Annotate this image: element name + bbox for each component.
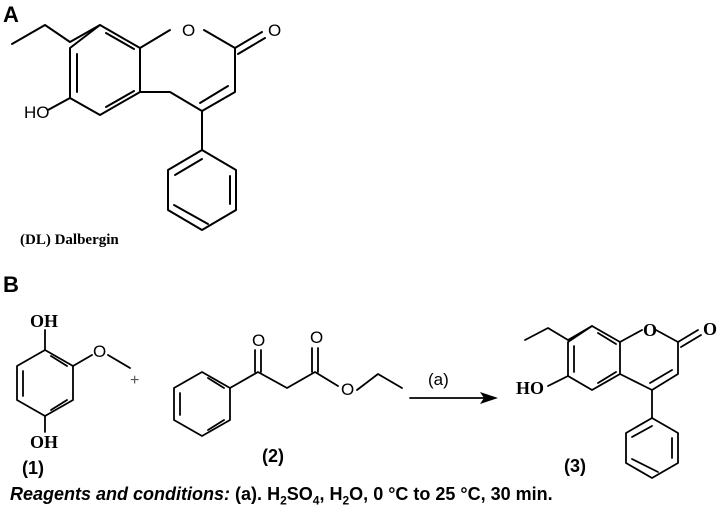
reactant-2-phenyl-ring xyxy=(173,371,231,437)
phenyl-inner-bonds xyxy=(173,158,231,225)
ester-o-label: O xyxy=(341,380,354,399)
reactant-1-inner-bonds xyxy=(22,355,68,411)
product-3-number: (3) xyxy=(564,456,586,476)
reactant-1-oh-bottom: OH xyxy=(30,432,58,452)
ester-carbonyl-o-label: O xyxy=(310,328,323,347)
product-carbonyl-bond xyxy=(677,329,702,348)
reactant-2-structure xyxy=(173,347,403,437)
arrow-label: (a) xyxy=(428,370,449,389)
reactant-2-chain xyxy=(229,371,403,391)
plus-sign: + xyxy=(130,372,139,389)
reactant-2-number: (2) xyxy=(262,446,284,466)
dalbergin-structure xyxy=(11,24,266,231)
compound-name: (DL) Dalbergin xyxy=(20,232,119,248)
benzo-ring xyxy=(69,24,141,116)
panel-b-label: B xyxy=(3,272,19,297)
product-pyranone-double xyxy=(649,369,673,384)
hydroxyl-label: HO xyxy=(24,103,50,122)
product-carbonyl-o-label: O xyxy=(703,319,717,339)
water-h: H xyxy=(329,484,343,504)
h-symbol: H xyxy=(267,484,281,504)
phenyl-ring xyxy=(167,149,237,231)
product-hydroxyl-label: HO xyxy=(516,378,544,398)
product-phenyl-ring xyxy=(625,417,679,479)
pyranone-ring xyxy=(139,29,236,112)
reactant-1-oh-top: OH xyxy=(30,311,58,331)
product-pyranone-ring xyxy=(619,329,679,391)
methoxy-bond xyxy=(11,24,101,45)
reaction-conditions: Reagents and conditions: (a). H2SO4, H2O… xyxy=(10,484,720,508)
ketone-o-label: O xyxy=(252,331,265,350)
sulfuric-acid: H2SO4 xyxy=(267,484,319,508)
ketone-bond xyxy=(254,349,262,373)
water-subscript: 2 xyxy=(342,493,350,508)
ester-carbonyl-bond xyxy=(311,347,319,373)
arrowhead xyxy=(480,392,498,404)
reactant-1-ether-o: O xyxy=(93,342,106,361)
methoxy-bond-1 xyxy=(72,354,131,369)
benzo-ring-inner-bonds xyxy=(76,32,135,108)
water-o: O, xyxy=(349,484,369,504)
carbonyl-oxygen-label: O xyxy=(268,21,281,40)
h-subscript: 2 xyxy=(280,493,287,508)
ring-oxygen-label: O xyxy=(182,21,195,40)
panel-a-label: A xyxy=(3,2,19,27)
product-benzo-inner xyxy=(573,332,617,384)
reaction-arrow xyxy=(409,392,498,404)
separator: , xyxy=(319,484,325,504)
reactant-2-phenyl-inner xyxy=(179,377,225,431)
water: H2O, xyxy=(329,484,369,508)
conditions-step: (a). xyxy=(235,484,263,504)
product-hydroxyl-bond xyxy=(547,375,569,387)
pyranone-double-bond xyxy=(139,47,229,104)
product-phenyl-inner xyxy=(631,425,673,473)
so-symbol: SO xyxy=(286,484,313,504)
conditions-lead: Reagents and conditions: xyxy=(10,484,231,504)
reactant-1-structure xyxy=(16,329,131,433)
product-3-structure xyxy=(524,325,702,479)
o-subscript: 4 xyxy=(312,493,320,508)
product-ring-o-label: O xyxy=(643,320,657,340)
reactant-1-ring xyxy=(16,349,74,417)
carbonyl-bond xyxy=(234,31,266,55)
reactant-1-number: (1) xyxy=(22,458,44,478)
hydroxyl-bond xyxy=(47,97,71,111)
temperature-time: 0 °C to 25 °C, 30 min. xyxy=(373,484,553,504)
